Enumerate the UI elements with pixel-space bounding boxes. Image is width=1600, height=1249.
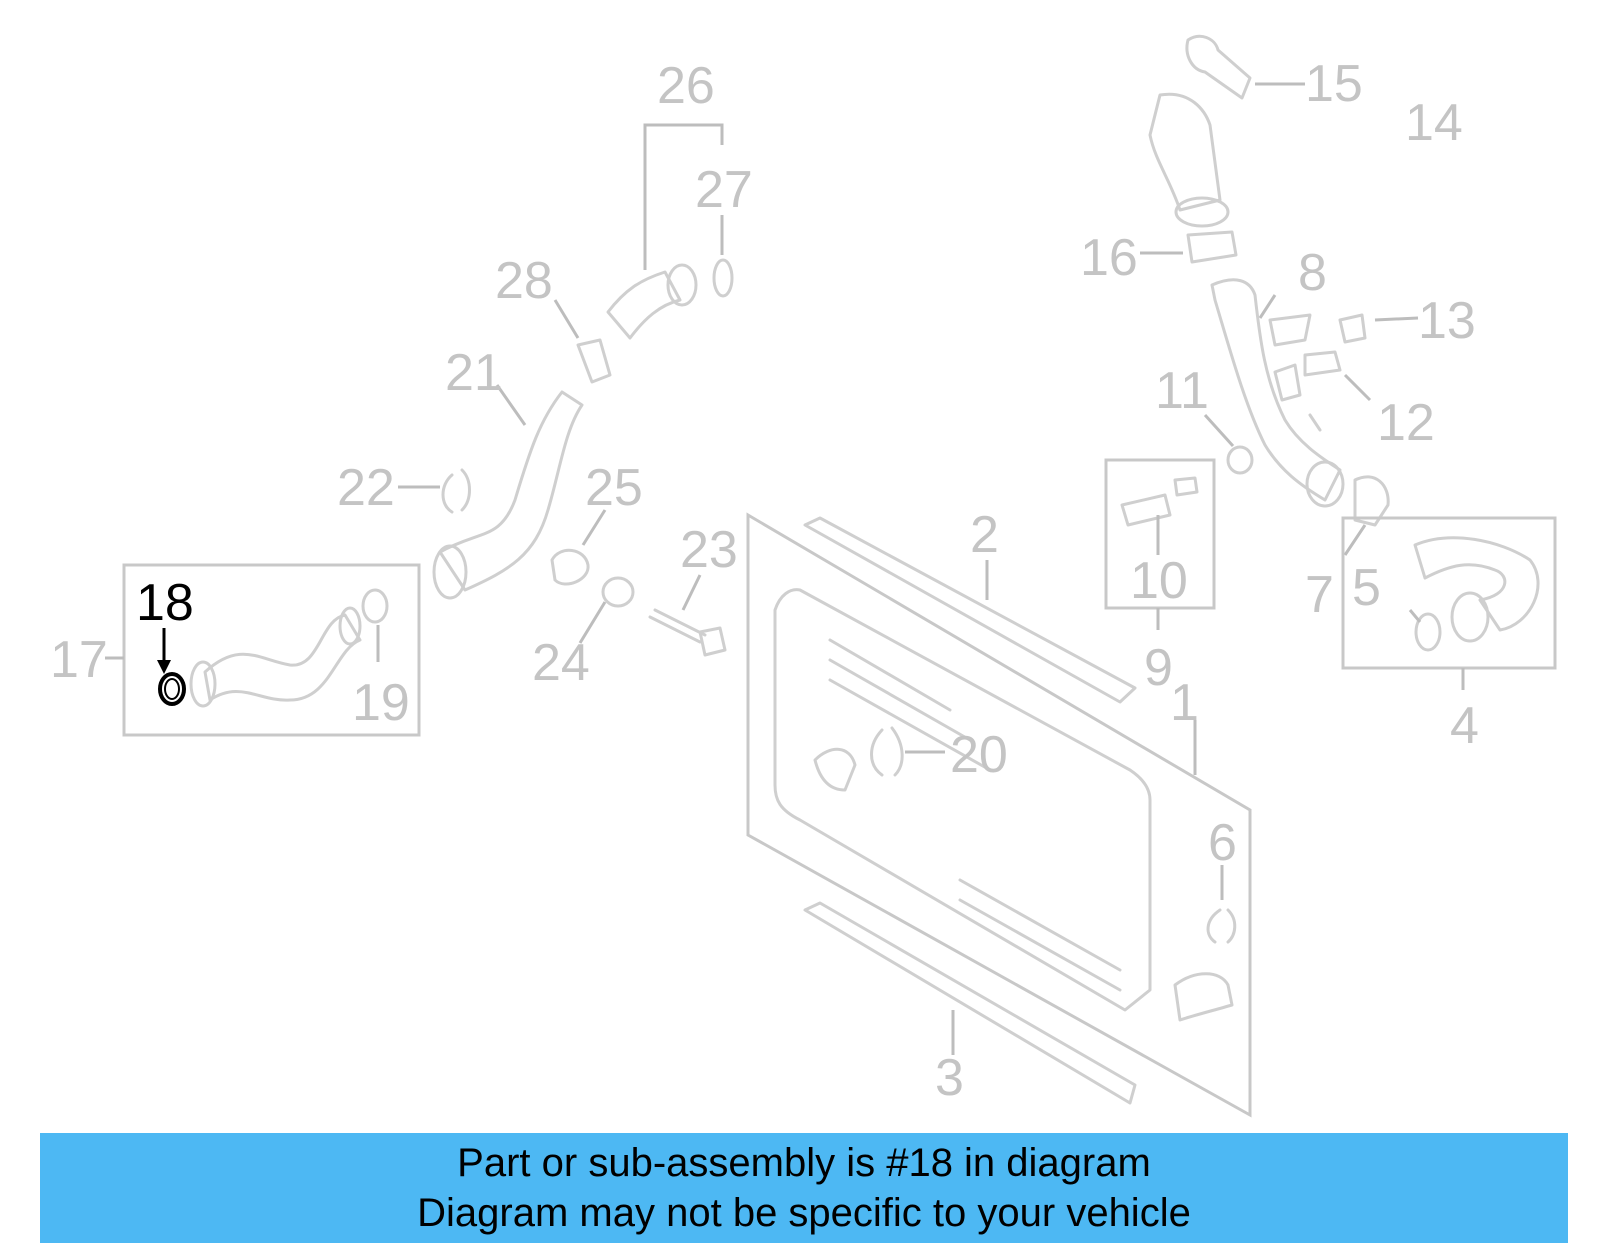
callout-14: 14 <box>1405 94 1463 152</box>
callout-2: 2 <box>970 506 999 564</box>
elbow-hose-14 <box>1148 92 1222 212</box>
clamp-16 <box>1186 230 1238 264</box>
bracket-8 <box>1268 313 1322 432</box>
hose-flange-right <box>338 606 362 646</box>
seal-strip-3 <box>803 901 1137 1105</box>
seal-ring-18 <box>158 672 186 706</box>
nut-11 <box>1226 445 1254 475</box>
clamp-22 <box>441 468 471 514</box>
intercooler-core <box>773 588 1152 1012</box>
grommet-25 <box>550 549 590 586</box>
callout-17: 17 <box>50 631 108 689</box>
banner-disclaimer-line: Diagram may not be specific to your vehi… <box>417 1191 1191 1235</box>
callout-15: 15 <box>1305 55 1363 113</box>
inlet-pipe <box>813 747 857 792</box>
pipe-26 <box>606 270 682 340</box>
seal-ring-18-inner <box>164 678 180 700</box>
seal-5 <box>1414 612 1442 652</box>
assembly-box-4 <box>1341 516 1557 670</box>
sensor-12 <box>1303 350 1342 377</box>
callout-28: 28 <box>495 252 553 310</box>
bolt-13 <box>1338 313 1367 344</box>
callout-20: 20 <box>950 726 1008 784</box>
callout-27: 27 <box>695 161 753 219</box>
pipe-26-end <box>666 263 698 307</box>
bolt-23 <box>648 608 727 657</box>
bushing-24 <box>601 576 635 608</box>
arrow-18 <box>157 660 171 674</box>
callout-9: 9 <box>1144 639 1173 697</box>
hose-4-end <box>1450 591 1490 643</box>
callout-4: 4 <box>1450 697 1479 755</box>
callout-24: 24 <box>532 634 590 692</box>
callout-21: 21 <box>445 344 503 402</box>
callout-10: 10 <box>1130 552 1188 610</box>
seal-strip-2 <box>803 516 1137 704</box>
outlet-pipe <box>1173 972 1234 1022</box>
callout-11: 11 <box>1155 362 1209 420</box>
assembly-box-9 <box>1104 458 1216 610</box>
pipe-8-end <box>1305 460 1345 508</box>
clamp-28 <box>576 338 612 384</box>
parts-diagram: 1 2 3 4 5 6 7 8 9 10 11 12 13 14 15 16 1… <box>50 34 1557 1118</box>
callout-8: 8 <box>1298 244 1327 302</box>
callout-18: 18 <box>136 574 194 632</box>
callout-1: 1 <box>1170 674 1199 732</box>
callout-26: 26 <box>657 57 715 115</box>
banner-part-line: Part or sub-assembly is #18 in diagram <box>457 1141 1151 1185</box>
valve-10 <box>1120 476 1199 527</box>
clamp-7 <box>1353 475 1390 527</box>
callout-23: 23 <box>680 521 738 579</box>
seal-ring-19 <box>361 588 389 624</box>
callout-22: 22 <box>337 459 395 517</box>
callout-12: 12 <box>1377 394 1435 452</box>
callout-19: 19 <box>352 674 410 732</box>
intercooler-fins <box>828 638 1122 992</box>
assembly-box-17 <box>122 563 421 737</box>
charge-hose-21 <box>438 390 584 592</box>
info-banner: Part or sub-assembly is #18 in diagram D… <box>40 1133 1568 1243</box>
clip-6 <box>1206 908 1237 944</box>
clamp-15 <box>1185 34 1252 100</box>
clip-20 <box>870 726 904 777</box>
callout-13: 13 <box>1418 292 1476 350</box>
callout-16: 16 <box>1080 229 1138 287</box>
callout-7: 7 <box>1305 566 1334 624</box>
hose-17 <box>203 613 362 702</box>
callout-25: 25 <box>585 459 643 517</box>
elbow-14-end <box>1174 196 1230 228</box>
callout-6: 6 <box>1208 814 1237 872</box>
hose-flange-left <box>189 660 217 708</box>
callout-5: 5 <box>1352 559 1381 617</box>
intercooler-outline-1 <box>746 512 1252 1118</box>
seal-27 <box>712 258 734 298</box>
callout-3: 3 <box>935 1049 964 1107</box>
hose-4 <box>1413 536 1540 632</box>
hose-21-end <box>432 544 468 600</box>
